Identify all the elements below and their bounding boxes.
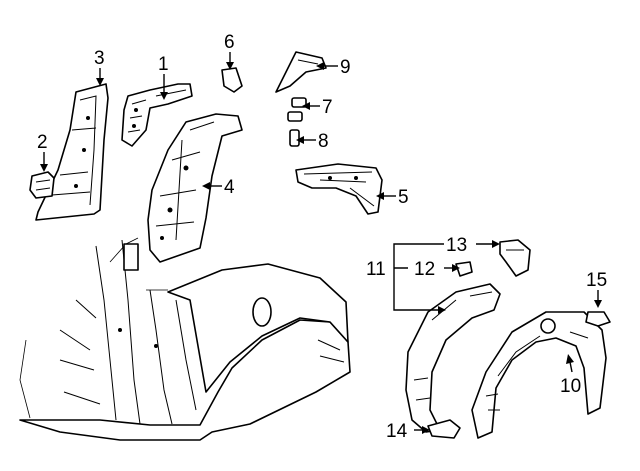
part-2-bracket xyxy=(29,171,55,199)
part-9-brace xyxy=(275,51,327,93)
callout-11: 11 xyxy=(366,259,386,280)
part-12-fastener xyxy=(455,261,473,277)
part-4-inner-panel xyxy=(147,113,243,263)
callout-6: 6 xyxy=(224,32,235,53)
callout-1: 1 xyxy=(158,54,169,75)
callout-13: 13 xyxy=(446,235,467,256)
callout-3: 3 xyxy=(94,48,105,69)
callout-8: 8 xyxy=(318,131,329,152)
part-7-blocks xyxy=(287,97,307,122)
callout-4: 4 xyxy=(224,177,235,198)
callout-7: 7 xyxy=(322,97,333,118)
part-10-liner xyxy=(471,311,607,439)
callout-9: 9 xyxy=(340,57,351,78)
callout-14: 14 xyxy=(386,421,408,442)
callout-leaders xyxy=(40,52,602,434)
callout-12: 12 xyxy=(414,259,435,280)
part-1-reinforcement xyxy=(121,83,193,147)
part-14-bracket xyxy=(427,419,461,439)
part-5-extension xyxy=(295,163,383,215)
part-8-plug xyxy=(289,129,300,147)
part-13-bracket xyxy=(499,239,531,277)
callout-10: 10 xyxy=(560,376,581,397)
part-3-pillar-panel xyxy=(35,83,109,221)
callout-2: 2 xyxy=(37,132,48,153)
part-15-clip xyxy=(585,311,611,327)
callout-5: 5 xyxy=(398,187,409,208)
callout-15: 15 xyxy=(586,270,607,291)
part-6-clip xyxy=(221,67,243,93)
car-quarter-body xyxy=(19,237,351,441)
